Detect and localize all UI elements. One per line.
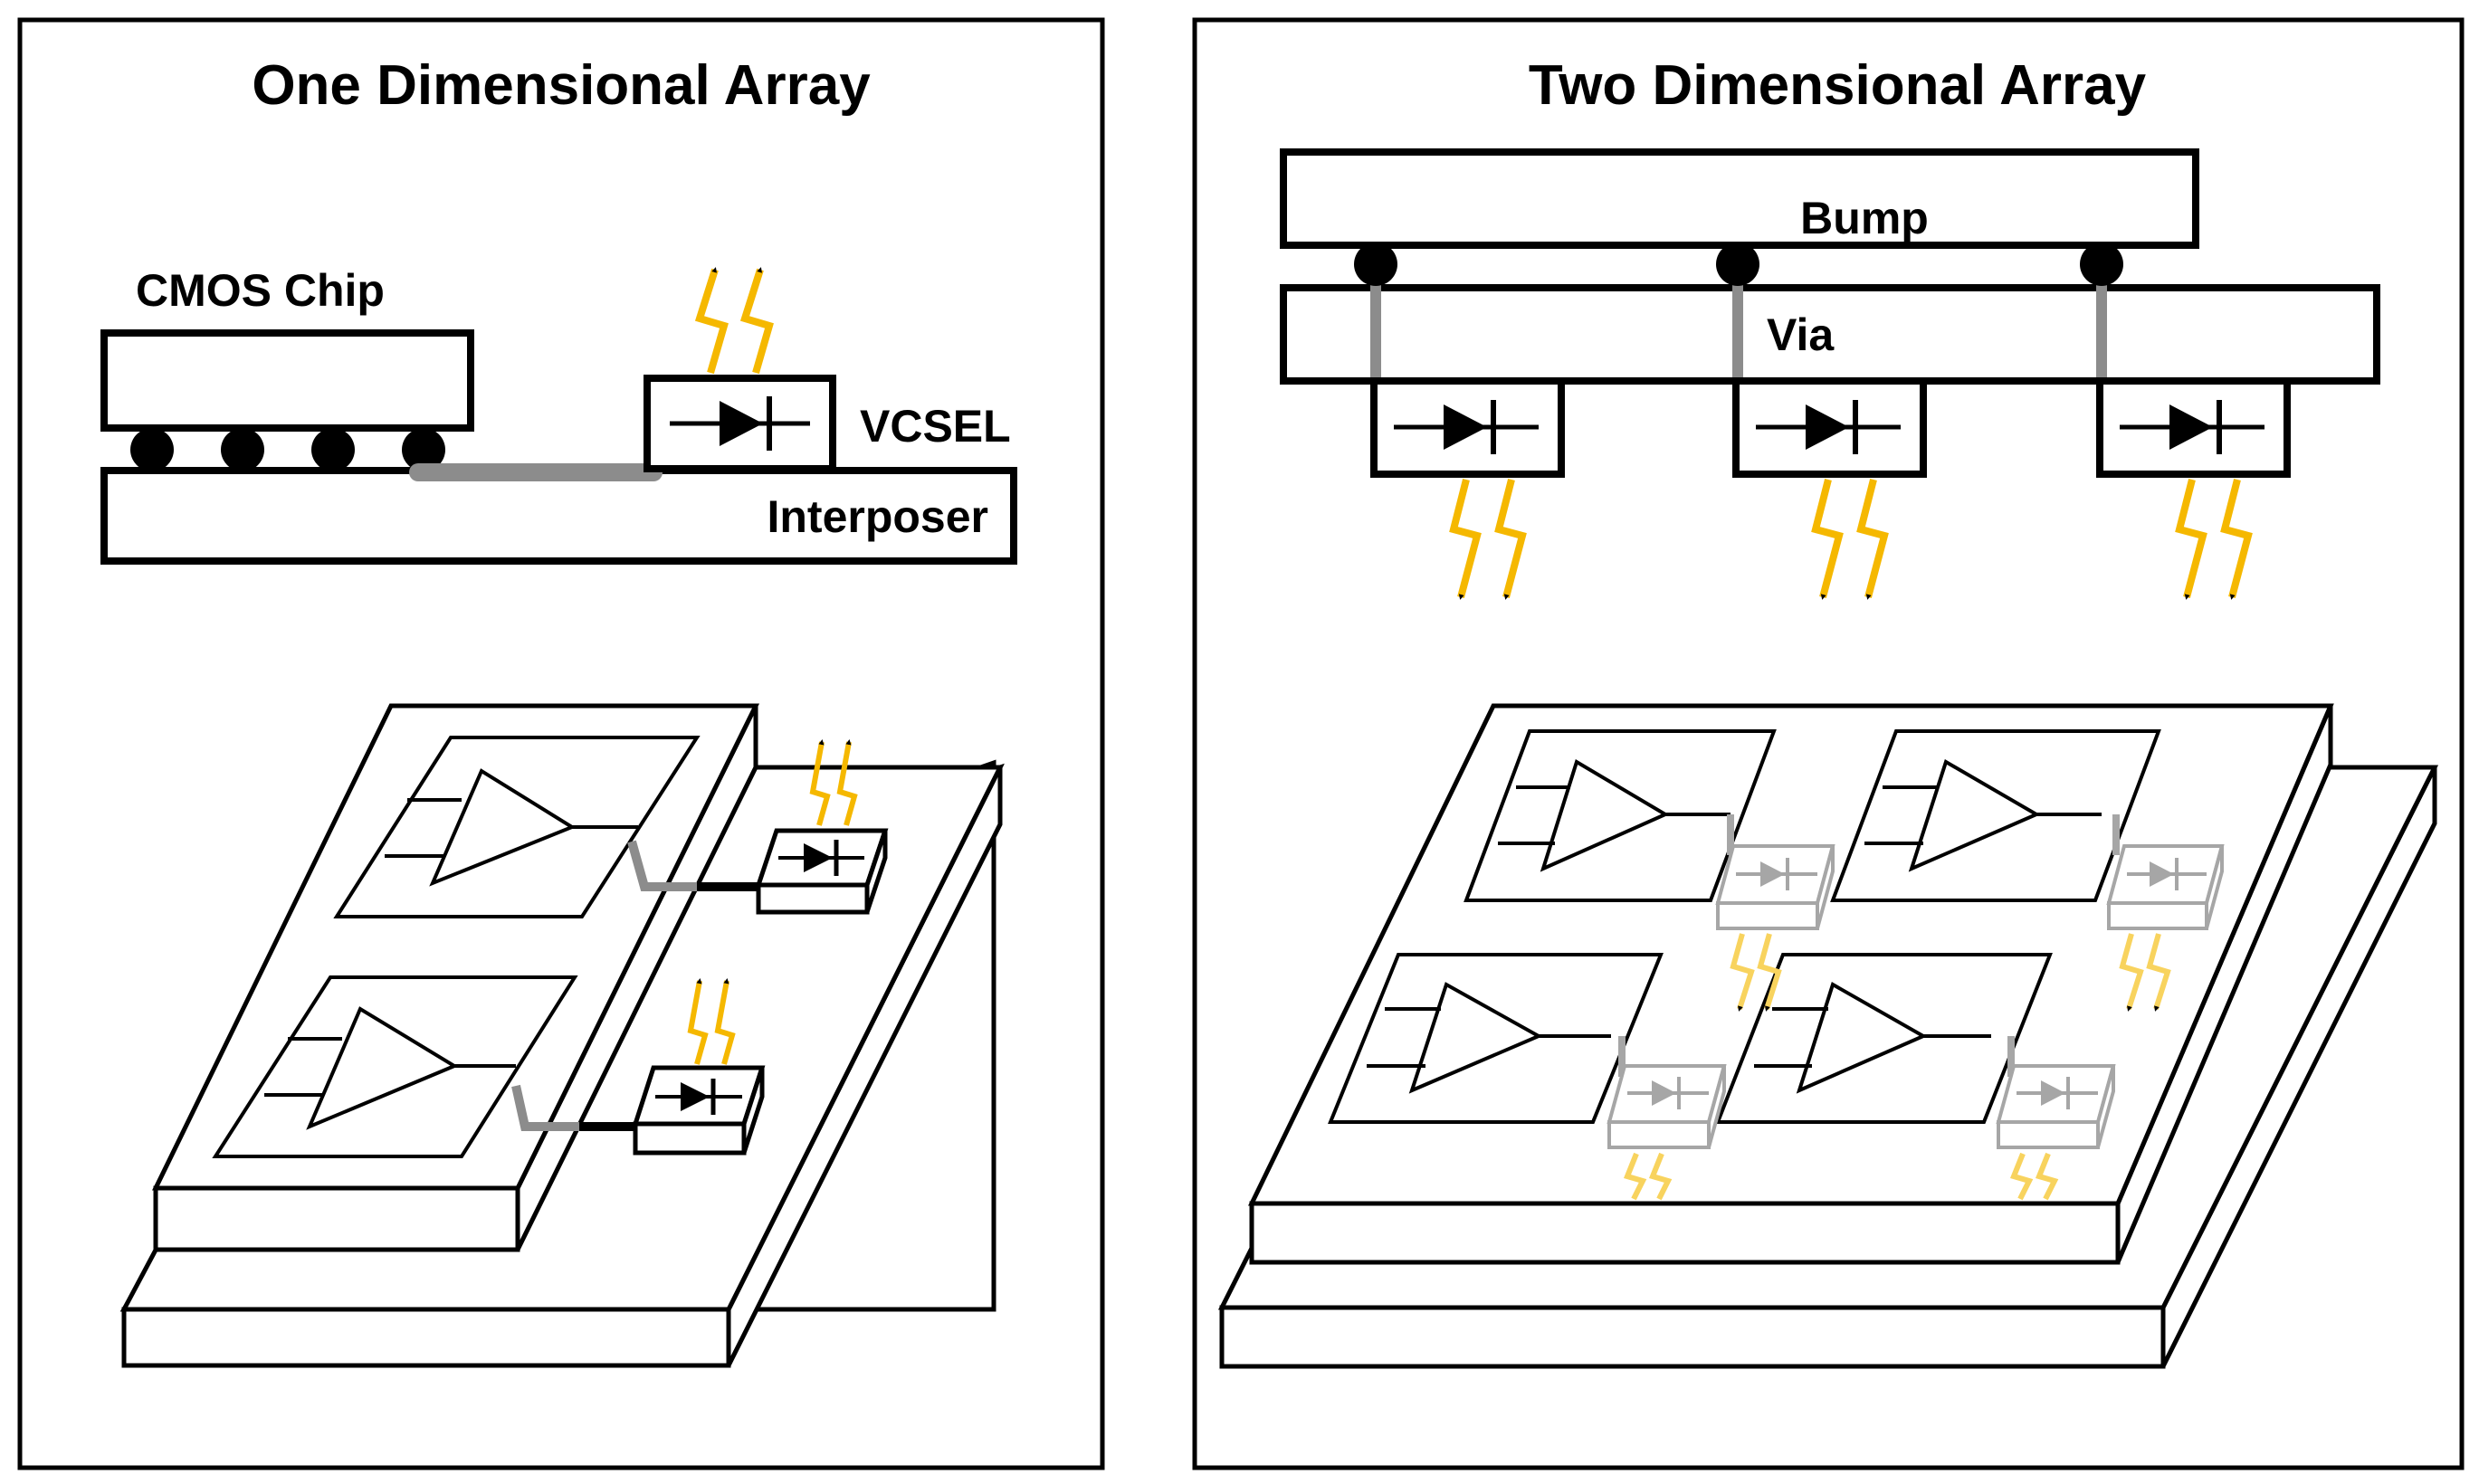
- left-panel-title: One Dimensional Array: [252, 54, 871, 117]
- solder-bump-icon: [311, 428, 355, 471]
- via-label: Via: [1767, 309, 1835, 360]
- vcsel-block: [2096, 377, 2291, 600]
- interposer-slab-front: [121, 1307, 731, 1368]
- vcsel-3d-faded: [2106, 814, 2225, 1012]
- diode-icon: [655, 1079, 742, 1115]
- light-emission-icon: [1623, 1152, 1673, 1201]
- light-emission-icon: [2119, 933, 2171, 1012]
- vcsel-3d-faded: [1996, 1036, 2116, 1201]
- solder-bump-icon: [1354, 243, 1397, 286]
- light-emission-icon: [809, 739, 858, 826]
- diode-icon: [1736, 858, 1817, 890]
- amplifier-block: [1464, 729, 1777, 902]
- chip-label: CMOS Chip: [136, 265, 385, 316]
- right-cross-section: Bump Via: [1280, 148, 2380, 600]
- vcsel-3d: [632, 978, 766, 1156]
- left-cross-section: CMOS Chip VCSEL Interposer: [100, 265, 1017, 565]
- light-emission-icon: [687, 978, 736, 1065]
- solder-bump-icon: [402, 428, 445, 471]
- via-layer: [1280, 284, 2380, 385]
- chip-slab-front: [153, 1185, 520, 1252]
- diode-icon: [670, 396, 810, 451]
- solder-bump-icon: [221, 428, 264, 471]
- diode-icon: [1756, 400, 1901, 454]
- amplifier-block: [333, 736, 701, 918]
- cmos-chip-layer: [100, 329, 474, 432]
- amplifier-block: [212, 975, 578, 1158]
- diode-icon: [2017, 1077, 2098, 1109]
- diode-icon: [2127, 858, 2207, 890]
- diode-icon: [1394, 400, 1539, 454]
- vcsel-block: [1732, 377, 1927, 600]
- interposer-slab-front: [1219, 1305, 2166, 1369]
- right-panel-title: Two Dimensional Array: [1529, 54, 2147, 117]
- light-emission-icon: [1449, 479, 1527, 600]
- diode-icon: [1627, 1077, 1709, 1109]
- solder-bump-row: [1354, 243, 2123, 286]
- solder-bump-icon: [1716, 243, 1759, 286]
- left-isometric-view: [119, 703, 1005, 1368]
- amplifier-icon: [1864, 759, 2102, 872]
- amplifier-icon: [1367, 982, 1611, 1094]
- solder-bump-icon: [2080, 243, 2123, 286]
- bump-label: Bump: [1800, 193, 1929, 243]
- light-emission-icon: [2175, 479, 2253, 600]
- amplifier-block: [1715, 953, 2053, 1124]
- solder-bump-row: [130, 428, 445, 471]
- bump-layer: [1280, 148, 2199, 249]
- interposer-label: Interposer: [767, 491, 988, 542]
- amplifier-icon: [1498, 758, 1731, 872]
- amplifier-icon: [264, 1006, 516, 1130]
- light-emission-icon: [694, 267, 774, 375]
- solder-bump-icon: [130, 428, 174, 471]
- light-emission-icon: [2009, 1152, 2059, 1201]
- right-isometric-view: [1217, 703, 2439, 1369]
- diode-icon: [2120, 400, 2264, 454]
- light-emission-icon: [1811, 479, 1889, 600]
- amplifier-icon: [1754, 982, 1991, 1094]
- vcsel-3d-faded: [1607, 1036, 1727, 1201]
- amplifier-block: [1830, 729, 2161, 902]
- vcsel-block: [1370, 377, 1565, 600]
- amplifier-block: [1328, 953, 1664, 1124]
- chip-slab-front: [1249, 1201, 2121, 1265]
- vcsel-3d-faded: [1715, 814, 1835, 1012]
- vcsel-label: VCSEL: [860, 401, 1011, 452]
- amplifier-icon: [385, 768, 638, 887]
- light-emission-icon: [1730, 933, 1782, 1012]
- interposer-layer: [100, 467, 1017, 565]
- diode-icon: [778, 840, 864, 876]
- vcsel-3d: [755, 739, 889, 915]
